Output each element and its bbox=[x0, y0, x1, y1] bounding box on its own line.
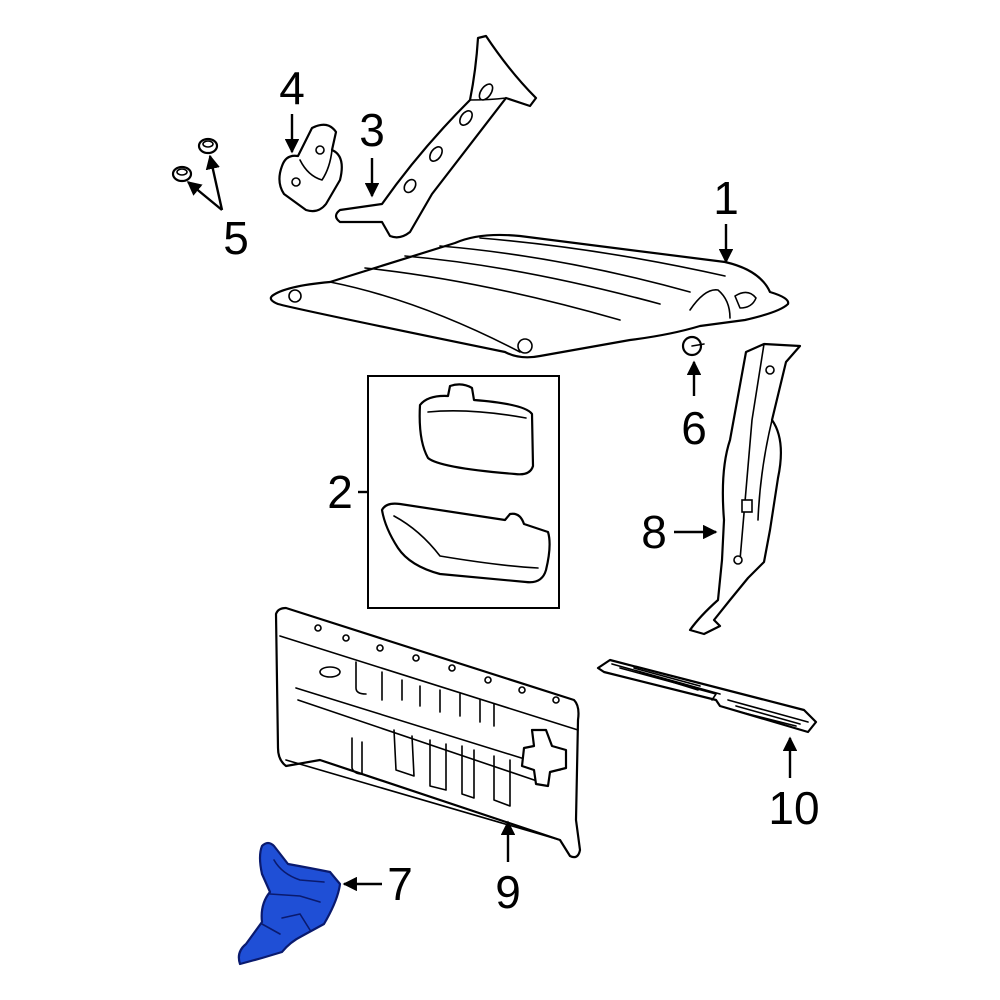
callout-5: 5 bbox=[223, 212, 249, 264]
part-5-plugs[interactable] bbox=[171, 137, 219, 183]
callout-6: 6 bbox=[681, 402, 707, 454]
leader-lines bbox=[186, 114, 798, 892]
part-1-headliner[interactable] bbox=[269, 233, 790, 359]
leader-5a bbox=[186, 181, 223, 211]
part-10-sill-plate[interactable] bbox=[596, 658, 818, 734]
callout-1: 1 bbox=[713, 172, 739, 224]
callout-9: 9 bbox=[495, 866, 521, 918]
part-9-back-panel[interactable] bbox=[274, 606, 582, 859]
callout-10: 10 bbox=[768, 782, 819, 834]
callout-4: 4 bbox=[279, 62, 305, 114]
part-8-side-trim[interactable] bbox=[688, 342, 802, 636]
part-4-bracket[interactable] bbox=[278, 123, 343, 213]
part-7-kick-panel[interactable] bbox=[237, 841, 342, 966]
part-2-sun-visors[interactable] bbox=[367, 375, 560, 609]
callout-labels: 1 2 3 4 5 6 7 8 9 10 bbox=[223, 62, 819, 918]
part-6-clip[interactable] bbox=[681, 335, 705, 357]
callout-7: 7 bbox=[387, 858, 413, 910]
part-3-pillar-trim[interactable] bbox=[334, 34, 538, 239]
callout-8: 8 bbox=[641, 506, 667, 558]
callout-3: 3 bbox=[359, 104, 385, 156]
callout-2: 2 bbox=[327, 466, 353, 518]
leader-5b bbox=[205, 154, 224, 211]
